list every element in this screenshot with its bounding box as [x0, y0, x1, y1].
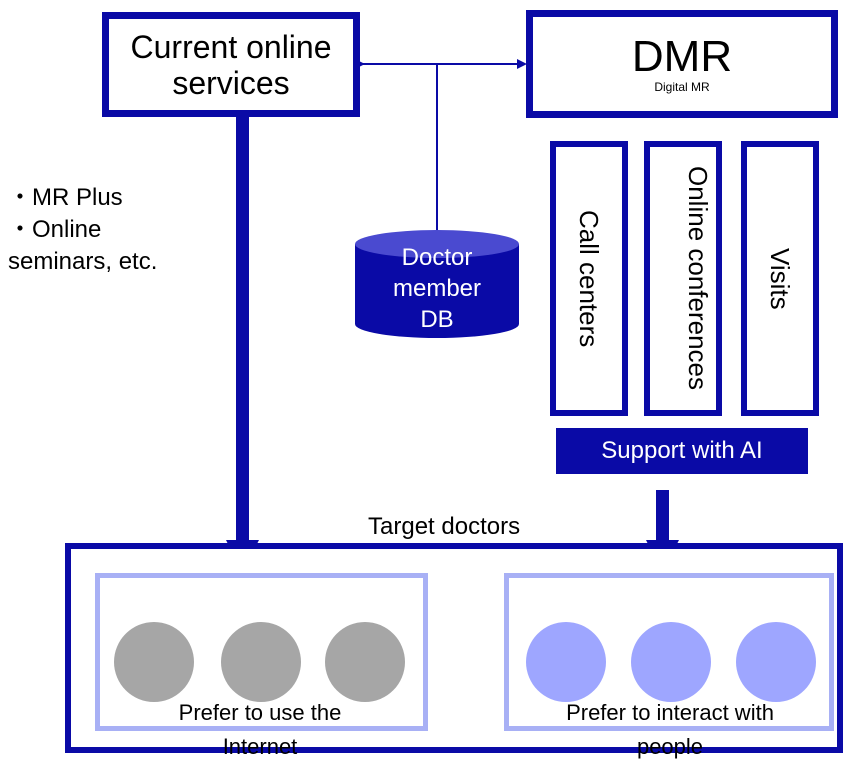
channel-visits: Visits [741, 141, 819, 416]
gray-doctor-circle-3 [325, 622, 405, 702]
bullet-seminars: seminars, etc. [8, 248, 158, 275]
channel-online-conferences-label: Online conferences [683, 166, 713, 391]
right-thick-arrow-shaft [656, 490, 669, 542]
target-doctors-text: Target doctors [368, 513, 521, 540]
support-with-ai-bar: Support with AI [556, 428, 808, 474]
channel-visits-label: Visits [765, 247, 795, 310]
gray-doctor-circle-2 [221, 622, 301, 702]
support-with-ai-label: Support with AI [601, 437, 763, 464]
people-group-line2: people [636, 734, 704, 759]
dmr-subtitle: Digital MR [654, 80, 710, 94]
channel-online-conferences: Online conferences [644, 141, 722, 416]
internet-group-line2: Internet [222, 734, 298, 759]
blue-doctor-circle-1 [526, 622, 606, 702]
people-group-line1: Prefer to interact with [566, 700, 774, 725]
internet-group-label: Prefer to use the Internet [120, 696, 400, 764]
current-services-line1: Current online [130, 28, 332, 65]
people-group-label: Prefer to interact with people [520, 696, 820, 764]
db-line1: Doctor [401, 243, 473, 271]
dmr-box: DMR Digital MR [526, 10, 838, 118]
service-bullet-list: ・MR Plus ・Online seminars, etc. [8, 182, 228, 278]
dmr-title: DMR [631, 32, 733, 81]
db-line2: member [392, 274, 482, 302]
blue-doctor-circle-3 [736, 622, 816, 702]
channel-call-centers: Call centers [550, 141, 628, 416]
db-line3: DB [420, 305, 454, 333]
internet-group-line1: Prefer to use the [178, 700, 342, 725]
gray-doctor-circle-1 [114, 622, 194, 702]
left-thick-arrow-shaft [236, 117, 249, 543]
target-doctors-label: Target doctors [368, 512, 568, 542]
blue-doctor-circle-2 [631, 622, 711, 702]
database-label: Doctor member DB [365, 238, 509, 338]
current-online-services-box: Current online services [102, 12, 360, 117]
bullet-mr-plus: ・MR Plus [8, 184, 123, 211]
channel-call-centers-label: Call centers [574, 209, 604, 348]
current-services-line2: services [172, 64, 290, 101]
bullet-online: ・Online [8, 216, 102, 243]
